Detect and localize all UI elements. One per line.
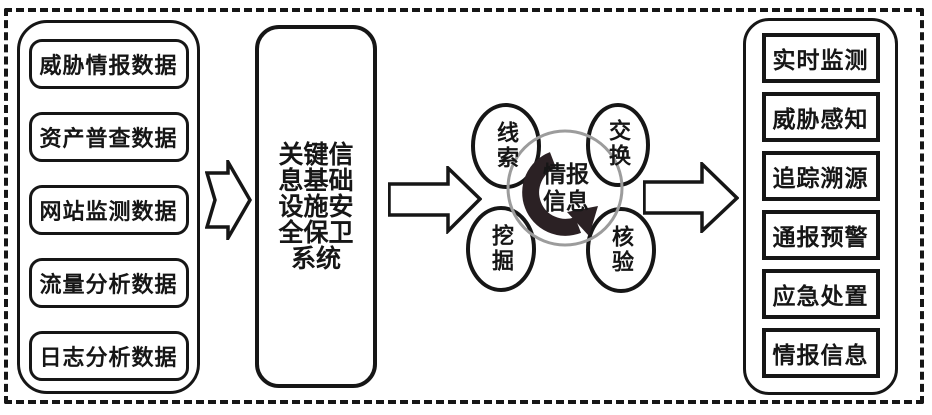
output-item: 追踪溯源: [761, 151, 880, 201]
input-data-item: 网站监测数据: [28, 185, 189, 235]
dashed-border-frame: [4, 8, 924, 404]
flow-arrow-right-shape: [643, 162, 739, 233]
cycle-rotation-arrowhead-icon: [567, 206, 598, 236]
input-data-item: 日志分析数据: [28, 331, 189, 381]
cycle-rotation-arrow-icon: [522, 152, 582, 236]
flow-arrow-middle-icon: [388, 166, 482, 234]
cycle-node-verify-label: 核验: [609, 225, 634, 275]
output-item: 实时监测: [761, 33, 880, 83]
system-box: 关键信息基础设施安全保卫系统: [255, 25, 377, 388]
output-panel: 实时监测 威胁感知 追踪溯源 通报预警 应急处置 情报信息: [743, 18, 898, 395]
cycle-center-label: 情报信息: [543, 161, 589, 214]
cycle-node-mining-label: 挖掘: [489, 224, 514, 274]
cycle-node-clues-label: 线索: [494, 121, 519, 171]
flow-arrow-left-icon: [205, 160, 252, 240]
input-data-item: 流量分析数据: [28, 258, 189, 308]
input-data-panel: 威胁情报数据 资产普查数据 网站监测数据 流量分析数据 日志分析数据: [17, 20, 200, 394]
cycle-node-clues-ellipse: [471, 103, 541, 189]
output-item: 情报信息: [761, 328, 880, 378]
cycle-node-exchange-ellipse: [586, 103, 650, 187]
output-item: 威胁感知: [761, 92, 880, 142]
flow-arrow-right-icon: [643, 162, 739, 233]
cycle-node-mining-ellipse: [466, 206, 536, 292]
cycle-ring: [506, 129, 624, 247]
flow-arrow-middle-shape: [388, 166, 482, 234]
system-box-label: 关键信息基础设施安全保卫系统: [278, 140, 354, 273]
flow-arrow-left-shape: [205, 160, 252, 240]
intelligence-cycle-diagram: [466, 103, 656, 293]
output-item: 应急处置: [761, 269, 880, 319]
output-item: 通报预警: [761, 210, 880, 260]
cycle-node-exchange-label: 交换: [606, 119, 631, 169]
input-data-item: 威胁情报数据: [28, 39, 189, 89]
input-data-item: 资产普查数据: [28, 112, 189, 162]
